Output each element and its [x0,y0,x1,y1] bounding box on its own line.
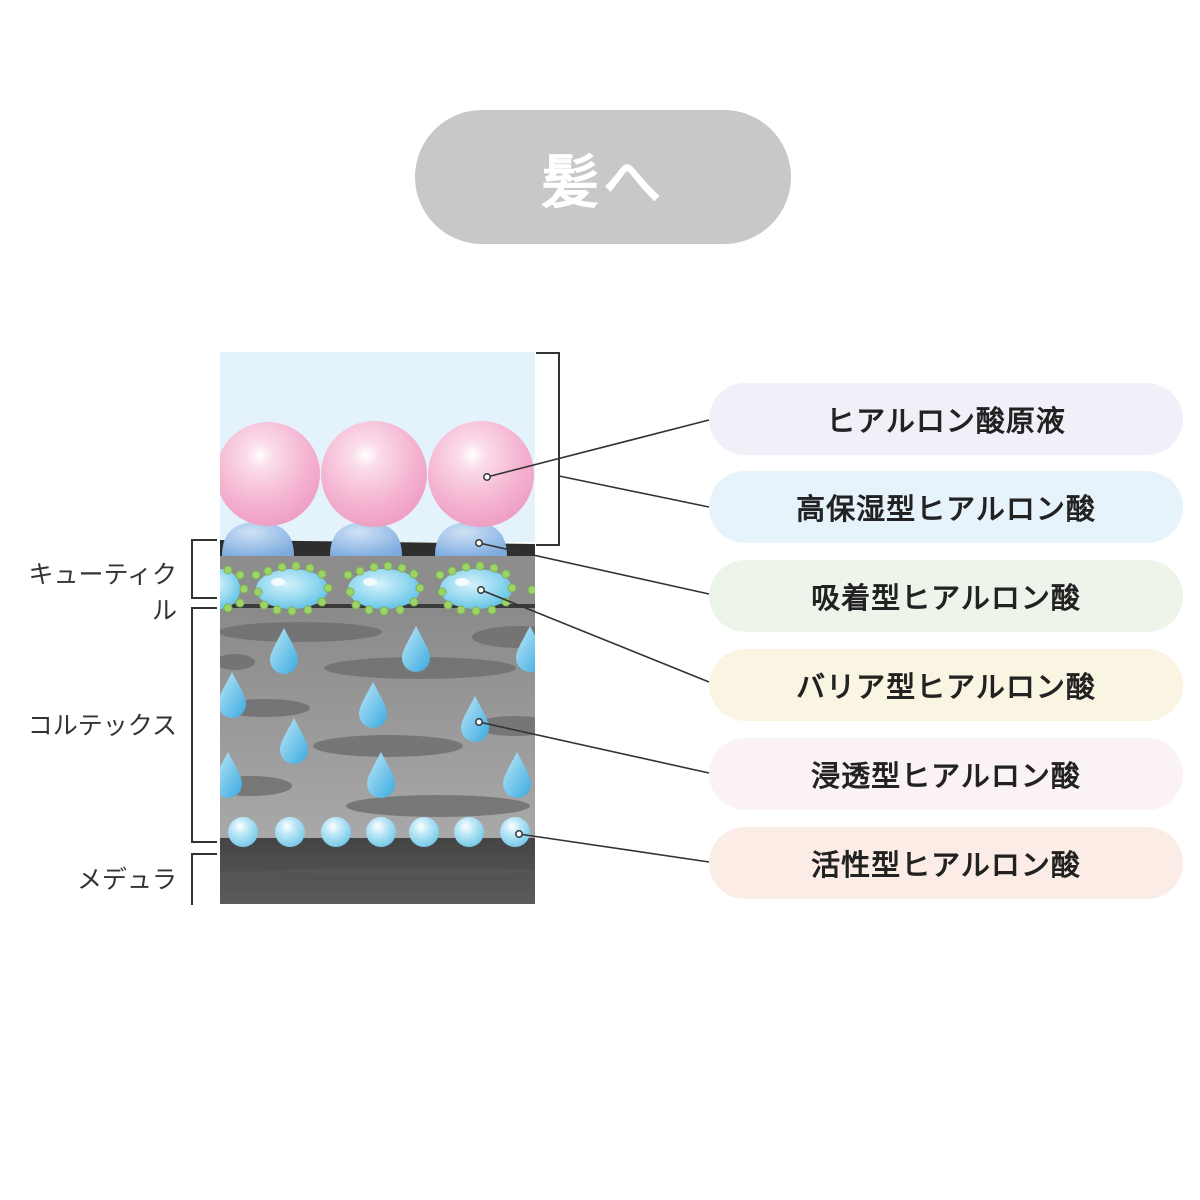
leader-dots [475,473,523,838]
hair-cross-section [220,352,535,904]
leader-line-1 [486,419,710,478]
layer-label-cortex: コルテックス [27,711,177,740]
ingredient-label: 活性型ヒアルロン酸 [811,848,1081,882]
leader-line-3 [478,542,710,595]
ingredient-label: ヒアルロン酸原液 [826,404,1066,438]
title-pill: 髪へ [415,110,791,244]
cuticle-bracket [191,539,217,599]
layer-label-cuticle: キューティクル [28,560,177,625]
ingredient-label: 高保湿型ヒアルロン酸 [796,492,1096,526]
ingredient-label: バリア型ヒアルロン酸 [796,670,1096,704]
ingredient-pill-stock: ヒアルロン酸原液 [709,383,1183,455]
leader-line-5 [478,721,710,774]
barrier-hyaluronic-particles [220,561,535,616]
cortex-shadows [220,622,535,817]
medulla-bracket [191,853,217,905]
leader-lines [478,419,710,863]
ingredient-label: 吸着型ヒアルロン酸 [811,581,1081,615]
stock-bracket [536,352,560,546]
ingredient-pill-adsorption: 吸着型ヒアルロン酸 [709,560,1183,632]
ingredient-label: 浸透型ヒアルロン酸 [811,759,1081,793]
cortex-bracket [191,607,217,843]
adsorption-hyaluronic-domes [222,522,507,556]
ingredient-pill-high-moisture: 高保湿型ヒアルロン酸 [709,471,1183,543]
ingredient-pill-penetration: 浸透型ヒアルロン酸 [709,738,1183,810]
active-hyaluronic-balls [228,817,530,847]
title: 髪へ [540,148,665,216]
ingredient-pill-active: 活性型ヒアルロン酸 [709,827,1183,899]
penetration-hyaluronic-drops [220,626,535,798]
brackets [191,352,560,905]
hyaluronic-stock-spheres [220,421,534,527]
leader-line-4 [480,589,710,683]
ingredient-pill-barrier: バリア型ヒアルロン酸 [709,649,1183,721]
leader-line-6 [518,833,710,863]
leader-line-2 [558,475,710,508]
layer-label-medulla: メデュラ [76,865,177,894]
